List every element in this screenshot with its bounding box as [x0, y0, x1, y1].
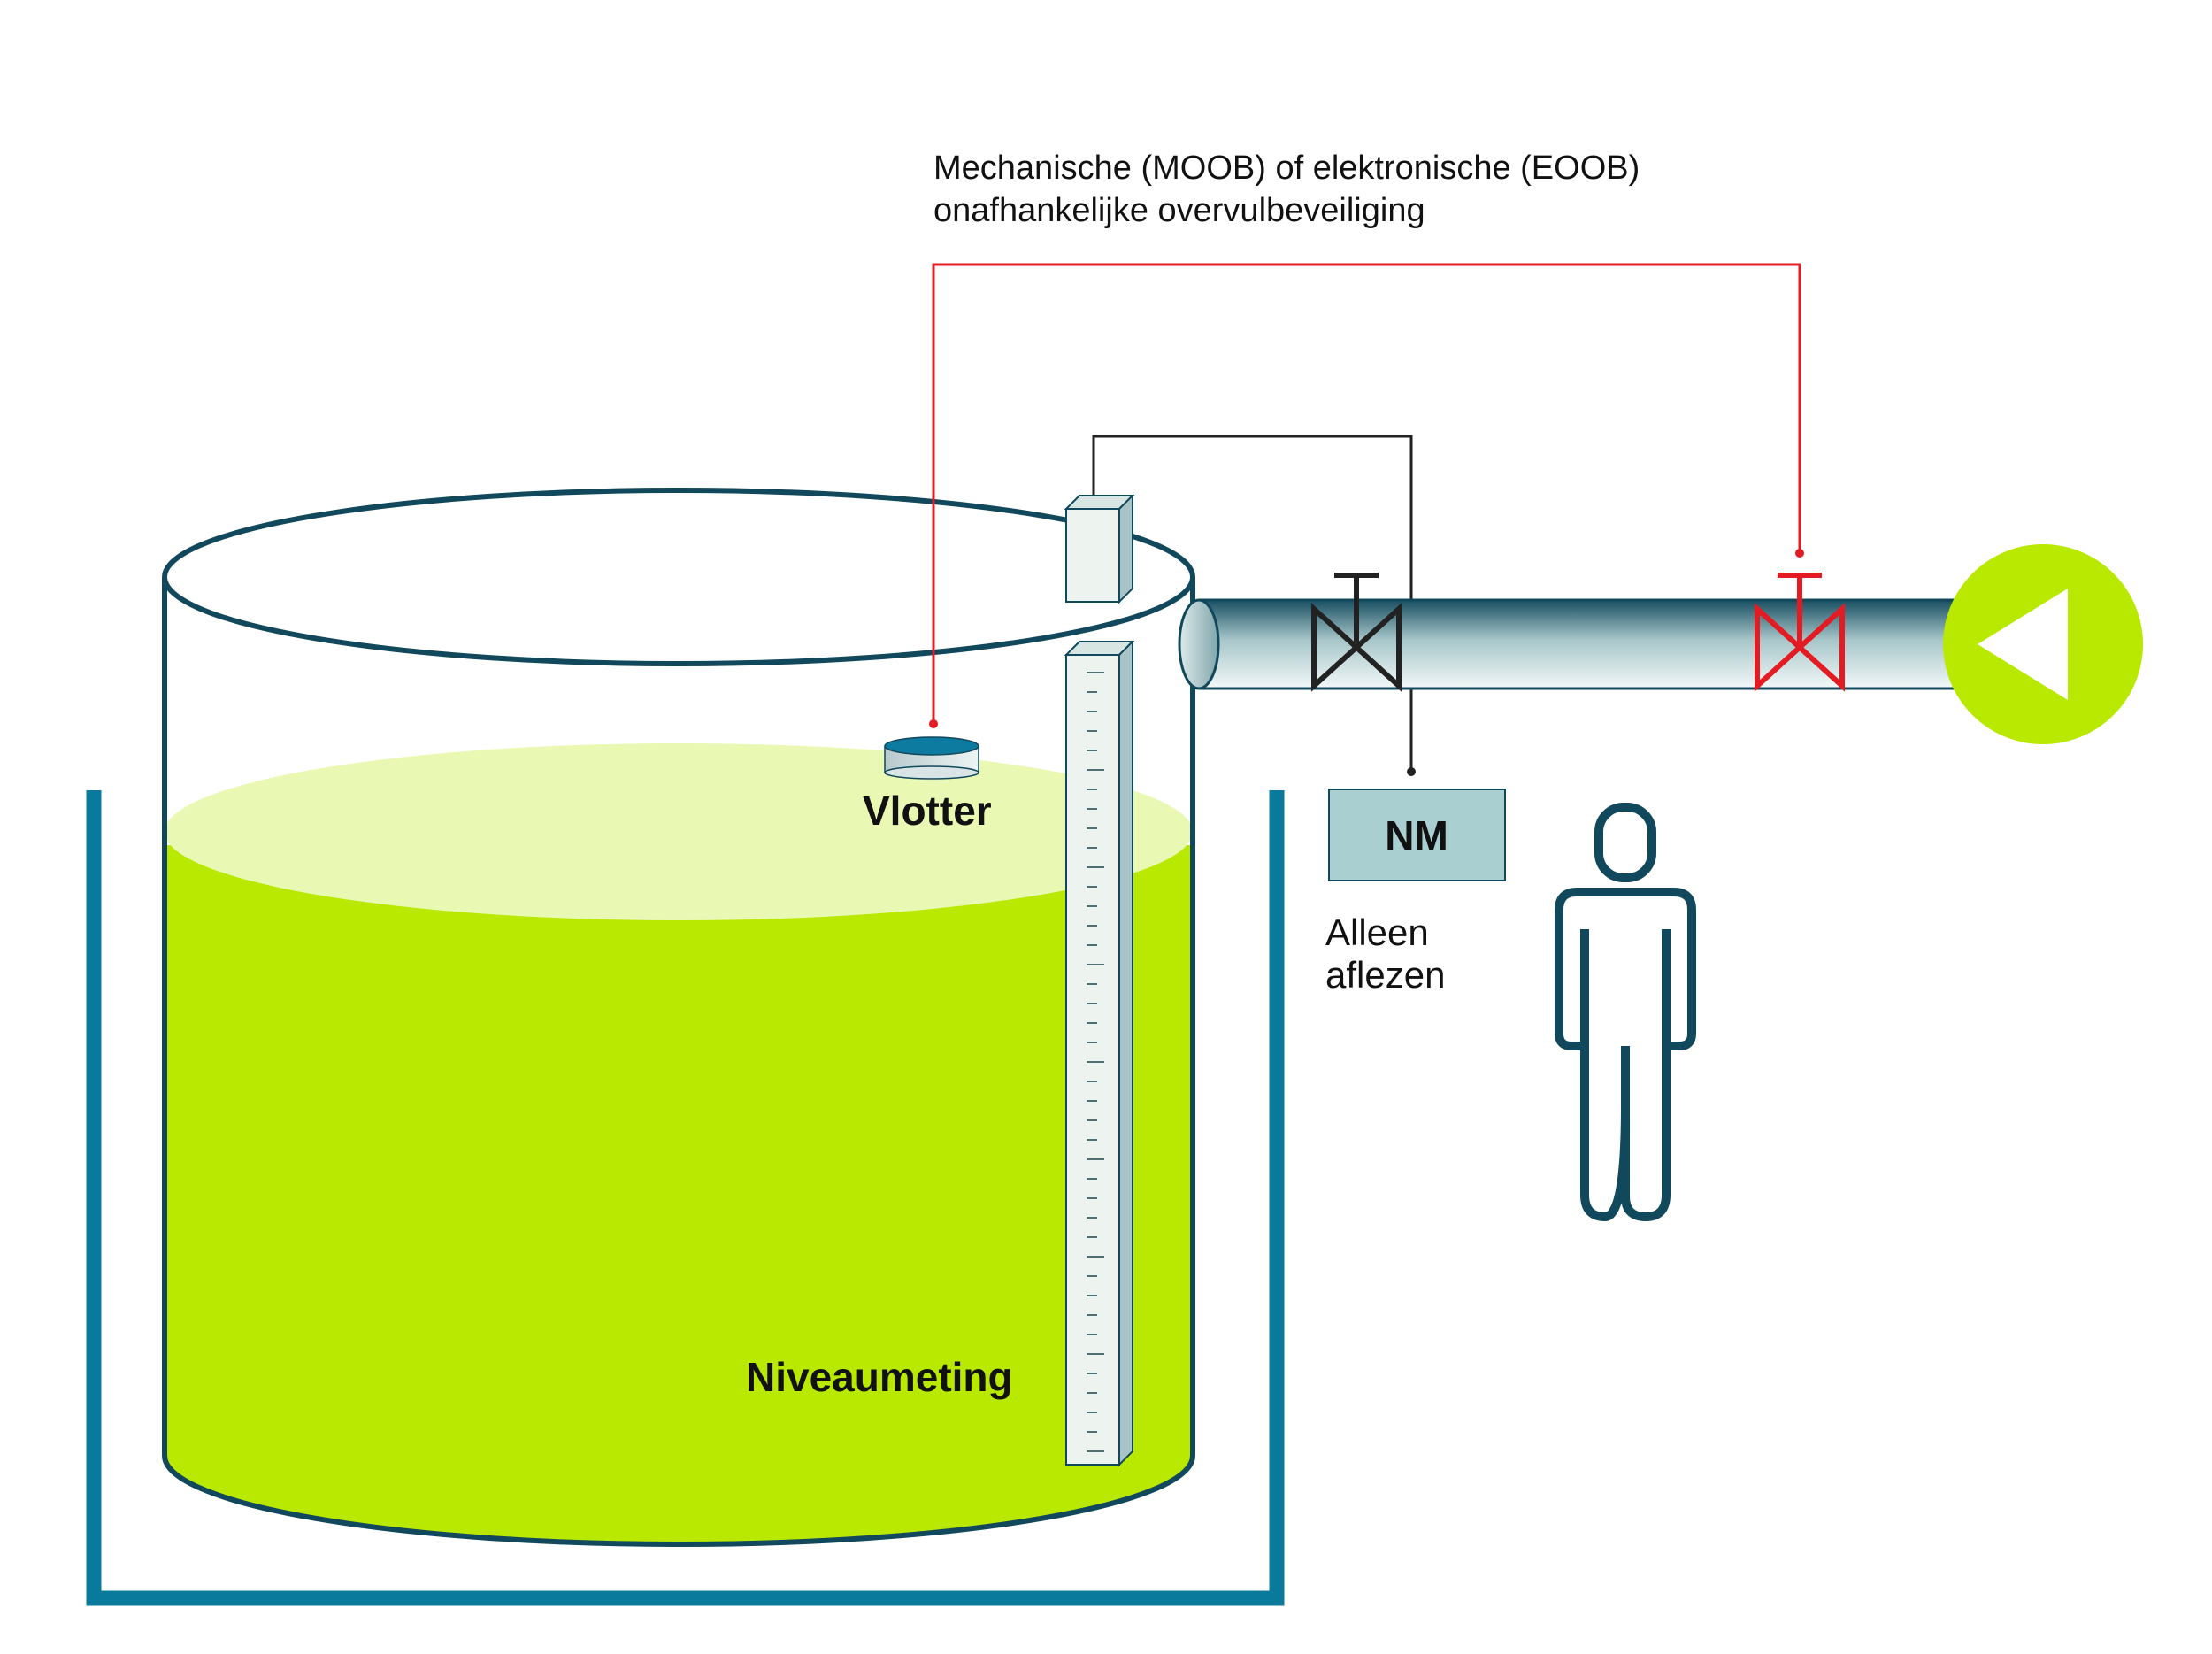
annotation-line-2: onafhankelijke overvulbeveiliging [933, 192, 1425, 229]
level-gauge-column [1064, 639, 1135, 1467]
liquid-surface [165, 743, 1193, 920]
shutoff-valve-icon [1755, 573, 1845, 692]
signal-dot-nm [1407, 767, 1416, 776]
person-icon [1555, 803, 1696, 1221]
sensor-box-icon [1064, 493, 1135, 604]
float-disc-icon [884, 736, 979, 780]
containment-bund [86, 790, 1285, 1606]
nm-box [1328, 789, 1506, 881]
nm-box-label: NM [1385, 812, 1448, 858]
read-only-label-line-1: Alleen [1325, 912, 1429, 953]
overfill-line-dot-valve [1795, 549, 1804, 558]
tank-walls [162, 577, 1195, 1547]
tank-rim [162, 488, 1195, 666]
overfill-protection-line [932, 263, 1801, 724]
float-label: Vlotter [863, 788, 992, 834]
level-measurement-label: Niveaumeting [746, 1354, 1013, 1400]
manual-valve-icon [1311, 573, 1402, 692]
tank-liquid [165, 845, 1193, 1544]
gauge-scale [1087, 672, 1104, 1452]
annotation-line-1: Mechanische (MOOB) of elektronische (EOO… [933, 150, 1640, 187]
read-only-label-line-2: aflezen [1325, 954, 1445, 996]
pump-arrow-icon [1943, 544, 2143, 744]
overfill-line-dot-float [929, 719, 938, 728]
